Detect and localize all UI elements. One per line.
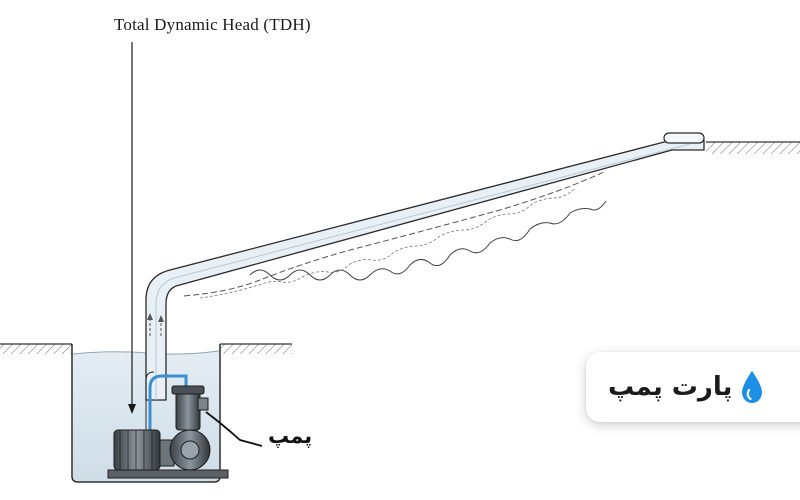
water-drop-icon — [742, 371, 763, 403]
brand-badge[interactable]: پارت پمپ — [586, 352, 800, 422]
flow-arrows — [147, 313, 164, 336]
pump-label: پمپ — [268, 424, 313, 448]
upper-ground — [706, 141, 800, 154]
tdh-label: Total Dynamic Head (TDH) — [114, 15, 311, 34]
slope-ground — [183, 171, 607, 299]
discharge-pipe — [145, 132, 705, 401]
pump-leader — [205, 411, 263, 447]
brand-name: پارت پمپ — [608, 372, 733, 402]
ground-left — [0, 343, 72, 354]
suction-line — [145, 371, 188, 430]
ground-right — [220, 343, 292, 354]
tdh-leader — [128, 42, 136, 414]
pump — [107, 385, 229, 479]
